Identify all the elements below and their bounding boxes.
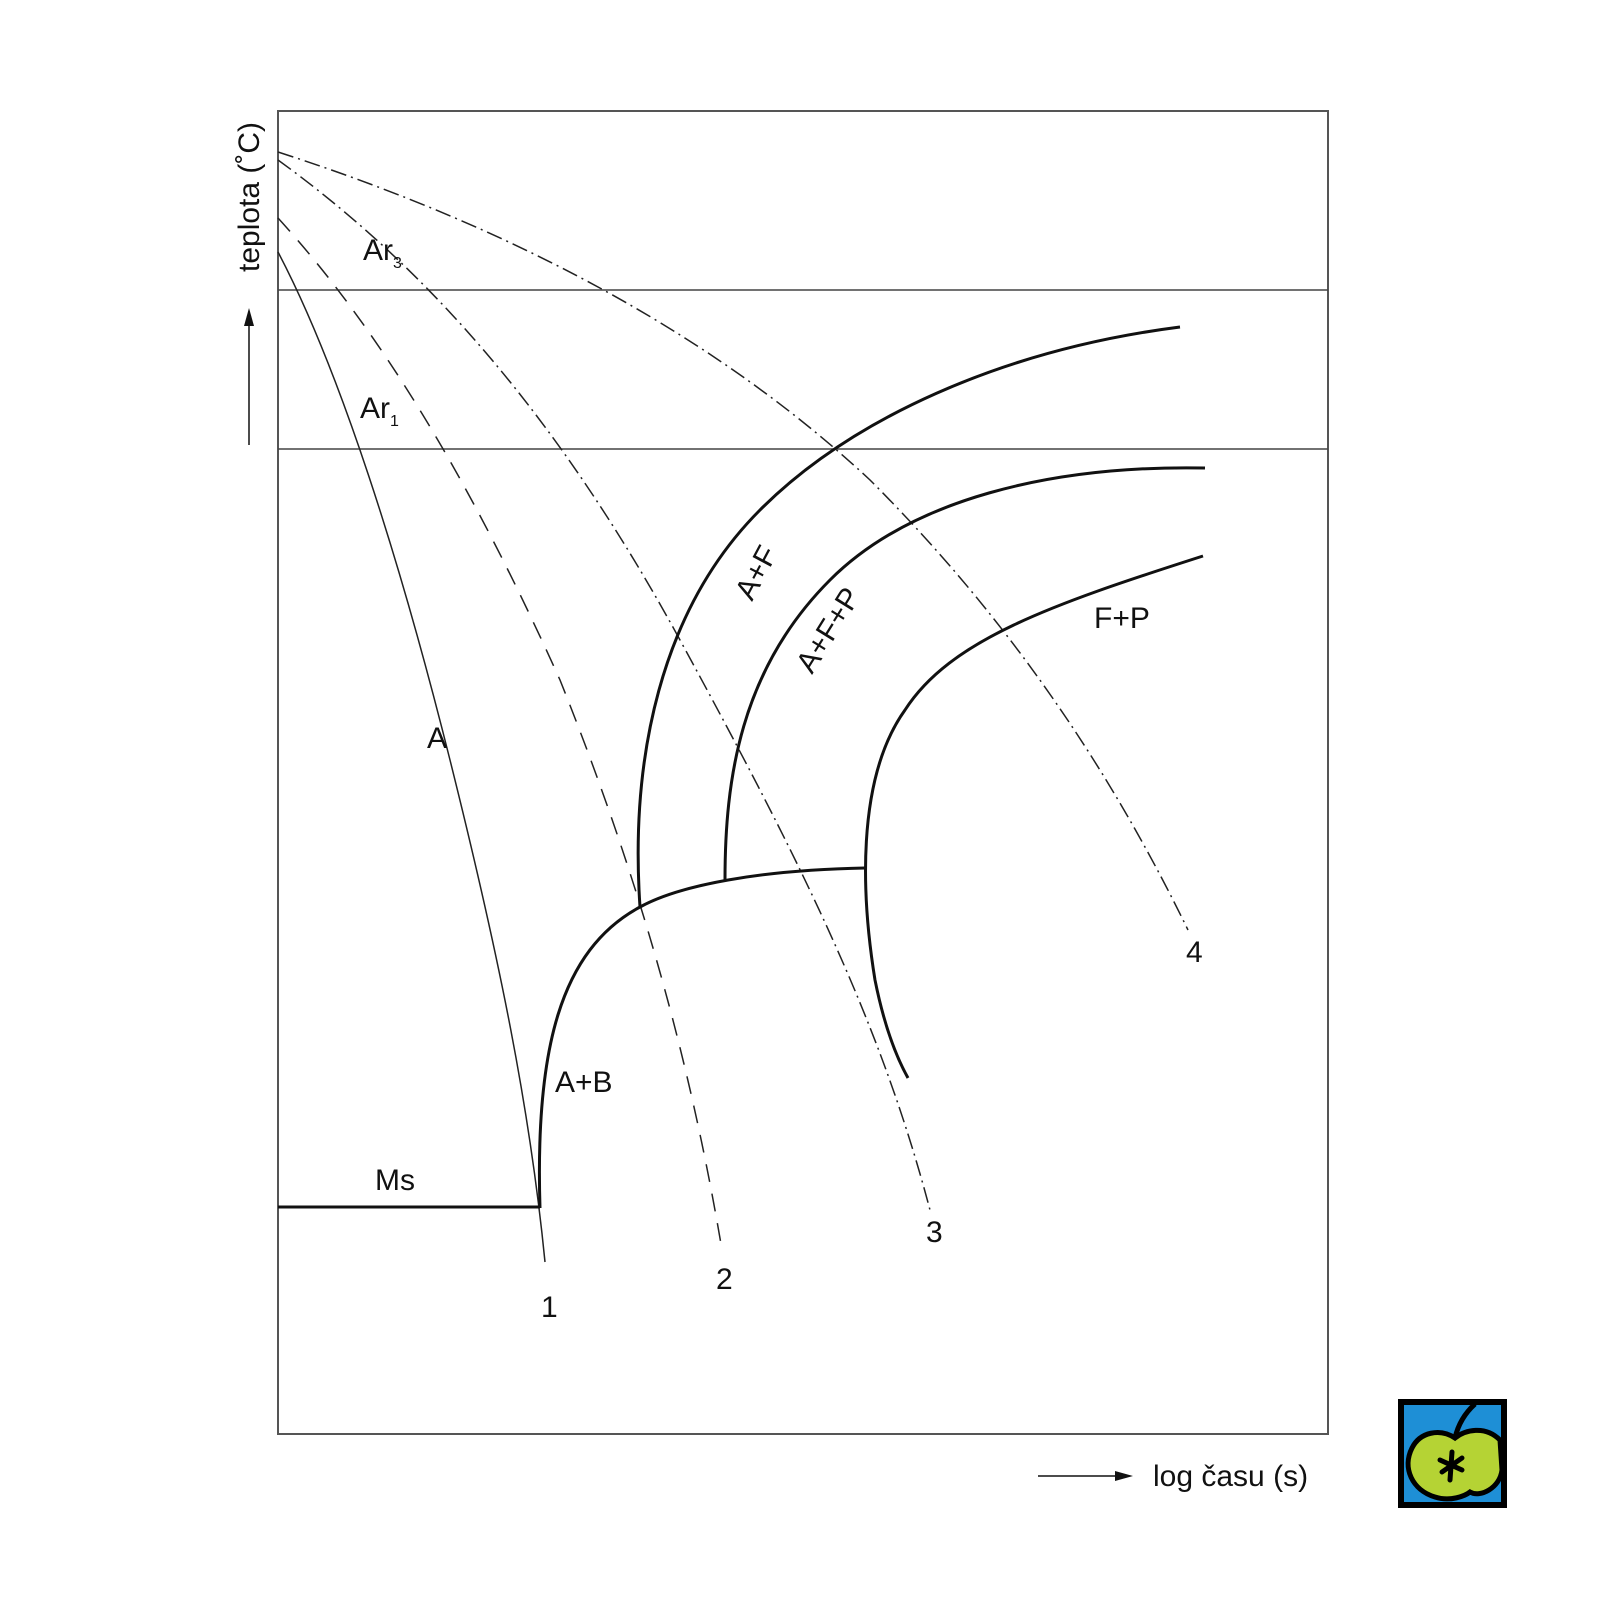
curve-4-label: 4 [1186, 936, 1203, 969]
ar1-label: Ar1 [360, 392, 399, 430]
ms-label: Ms [375, 1164, 415, 1197]
x-axis-label: log času (s) [1153, 1460, 1308, 1493]
region-afp-label: A+F+P [790, 582, 867, 679]
cooling-curve-2 [277, 217, 723, 1251]
curve-3-label: 3 [926, 1216, 943, 1249]
region-ab-label: A+B [555, 1066, 613, 1099]
bainite-start-curve [537, 866, 866, 1209]
plot-frame [277, 110, 1329, 1435]
cooling-curve-3 [277, 159, 931, 1211]
curve-2-label: 2 [716, 1263, 733, 1296]
region-af-label: A+F [729, 540, 784, 605]
y-axis-arrow-icon [244, 308, 254, 326]
cooling-curve-1 [277, 251, 546, 1263]
transformation-end-curve [864, 554, 1204, 1079]
apple-logo-icon [1398, 1399, 1507, 1508]
curve-1-label: 1 [541, 1291, 558, 1324]
x-axis-arrow-icon [1115, 1471, 1133, 1481]
region-fp-label: F+P [1094, 602, 1150, 635]
ferrite-start-curve [636, 325, 1181, 908]
ar3-label: Ar3 [363, 234, 402, 272]
region-a-label: A [427, 722, 447, 755]
y-axis-label: teplota (˚C) [233, 122, 266, 272]
pearlite-start-curve [723, 466, 1206, 881]
